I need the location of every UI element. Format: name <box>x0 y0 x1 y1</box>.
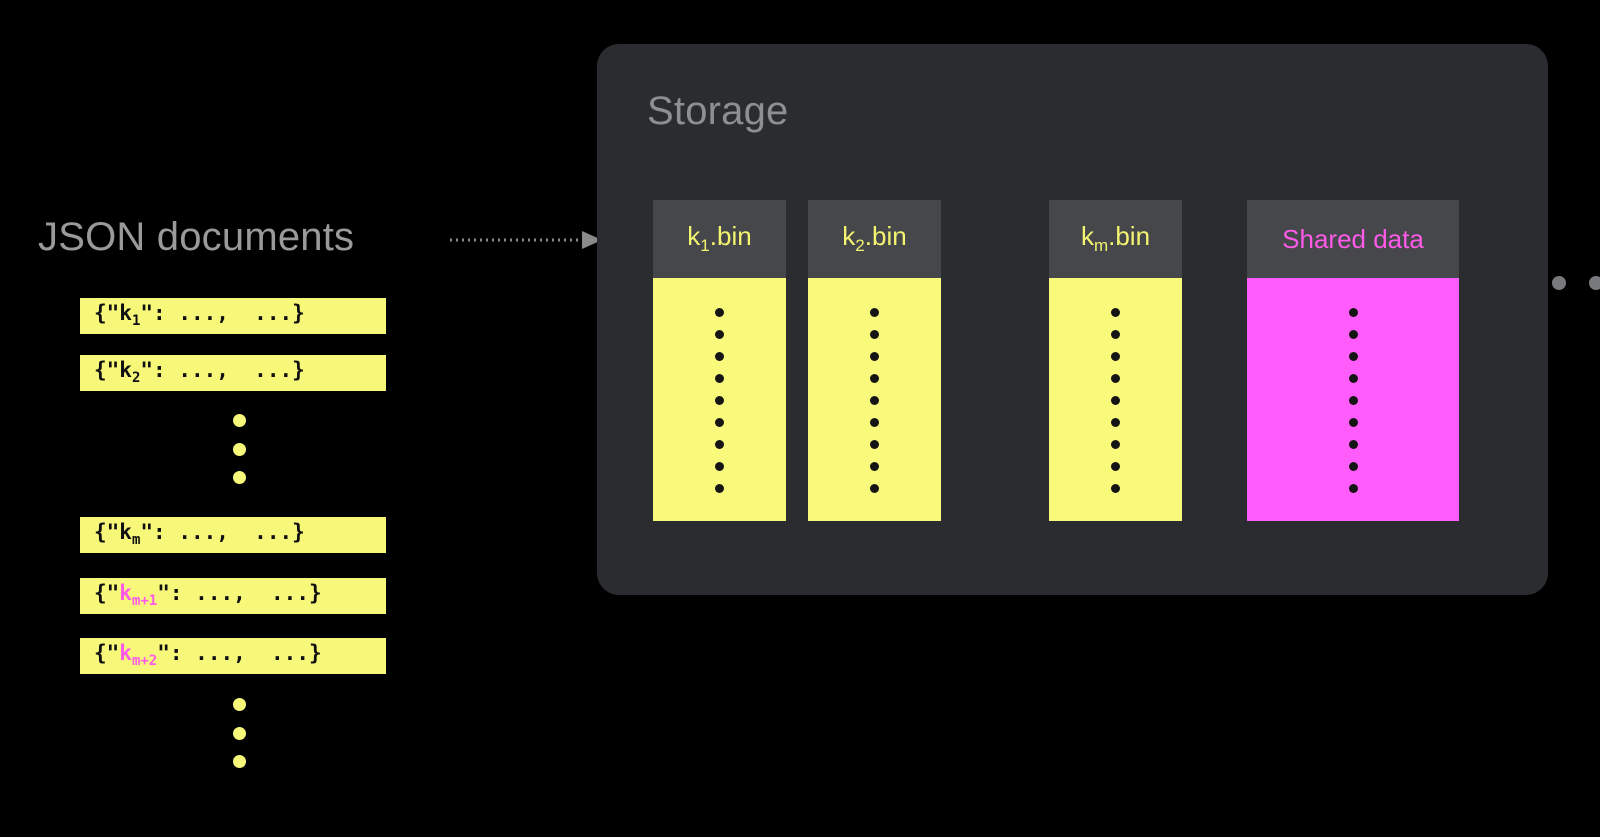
json-documents-title: JSON documents <box>38 215 355 259</box>
json-document-row: {"km+2": ..., ...} <box>80 638 386 674</box>
ellipsis-dot <box>1552 276 1566 290</box>
record-dot <box>1111 418 1120 427</box>
record-dot <box>715 374 724 383</box>
storage-file-header: k2.bin <box>808 200 941 278</box>
record-dot <box>870 484 879 493</box>
storage-title: Storage <box>647 89 789 133</box>
json-document-code: {"km": ..., ...} <box>94 520 305 549</box>
record-dot <box>1348 352 1358 361</box>
record-dot <box>870 374 879 383</box>
record-dot <box>870 308 879 317</box>
ellipsis-dot <box>232 755 246 768</box>
storage-shared-data-label: Shared data <box>1282 224 1424 254</box>
record-dot <box>1111 330 1120 339</box>
record-dot <box>1111 440 1120 449</box>
record-dot <box>870 396 879 405</box>
record-dot <box>870 462 879 471</box>
json-documents-ellipsis-lower <box>226 698 252 768</box>
json-document-code: {"k2": ..., ...} <box>94 358 305 387</box>
record-dot <box>1111 374 1120 383</box>
record-dot <box>1348 418 1358 427</box>
storage-shared-data-column[interactable]: Shared data <box>1247 200 1459 521</box>
record-dot <box>715 396 724 405</box>
record-dot <box>1111 308 1120 317</box>
ellipsis-dot <box>232 414 246 427</box>
storage-shared-data-body <box>1247 278 1459 521</box>
record-dot <box>715 484 724 493</box>
record-dot <box>1348 462 1358 471</box>
record-dot <box>715 418 724 427</box>
ellipsis-dot <box>232 698 246 711</box>
record-dot <box>870 418 879 427</box>
storage-file-label: k2.bin <box>842 221 907 256</box>
json-document-row: {"k1": ..., ...} <box>80 298 386 334</box>
storage-file-header: k1.bin <box>653 200 786 278</box>
json-document-code: {"km+2": ..., ...} <box>94 641 322 670</box>
storage-file-label: km.bin <box>1080 221 1151 256</box>
record-dot <box>715 352 724 361</box>
json-document-code: {"k1": ..., ...} <box>94 301 305 330</box>
record-dot <box>1111 484 1120 493</box>
record-dot <box>870 440 879 449</box>
record-dot <box>1348 440 1358 449</box>
ellipsis-dot <box>232 442 246 456</box>
storage-file-column[interactable]: km.bin <box>1049 200 1182 521</box>
ellipsis-dot <box>1589 276 1600 290</box>
record-dot <box>1348 484 1358 493</box>
storage-shared-data-header: Shared data <box>1247 200 1459 278</box>
record-dot <box>715 308 724 317</box>
record-dot <box>715 330 724 339</box>
flow-arrow-icon <box>450 231 602 249</box>
json-document-row: {"km+1": ..., ...} <box>80 578 386 614</box>
ellipsis-dot <box>232 471 246 484</box>
storage-file-column[interactable]: k1.bin <box>653 200 786 521</box>
record-dot <box>1111 462 1120 471</box>
storage-file-column[interactable]: k2.bin <box>808 200 941 521</box>
record-dot <box>870 330 879 339</box>
record-dot <box>870 352 879 361</box>
json-document-row: {"k2": ..., ...} <box>80 355 386 391</box>
record-dot <box>1348 396 1358 405</box>
storage-file-label: k1.bin <box>687 221 752 256</box>
record-dot <box>715 462 724 471</box>
record-dot <box>1348 308 1358 317</box>
json-document-code: {"km+1": ..., ...} <box>94 581 322 610</box>
storage-file-body <box>653 278 786 521</box>
json-document-row: {"km": ..., ...} <box>80 517 386 553</box>
storage-file-body <box>808 278 941 521</box>
storage-columns-ellipsis <box>1552 276 1600 290</box>
json-documents-section: JSON documents {"k1": ..., ...} {"k2": .… <box>0 0 560 837</box>
ellipsis-dot <box>232 726 246 740</box>
storage-file-body <box>1049 278 1182 521</box>
record-dot <box>1348 330 1358 339</box>
record-dot <box>1111 396 1120 405</box>
json-documents-ellipsis-upper <box>226 414 252 484</box>
record-dot <box>1348 374 1358 383</box>
record-dot <box>715 440 724 449</box>
record-dot <box>1111 352 1120 361</box>
storage-panel: Storage k1.bin k2.bin km.bin Shared data <box>597 44 1600 595</box>
storage-file-header: km.bin <box>1049 200 1182 278</box>
